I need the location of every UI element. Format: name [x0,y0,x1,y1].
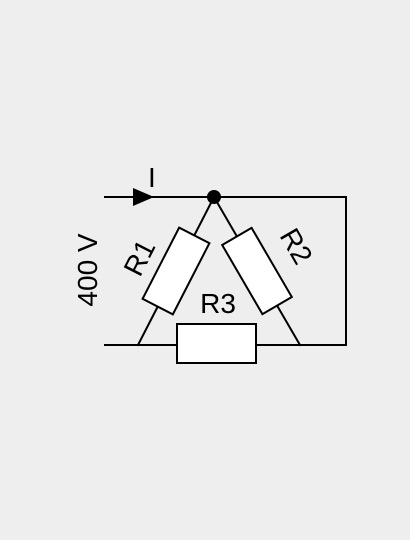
resistor-r3 [176,323,257,364]
r3-label: R3 [200,288,236,319]
current-arrow-icon [133,188,154,206]
resistor-r2 [220,226,294,316]
r2-label: R2 [274,223,319,270]
voltage-label: 400 V [72,233,103,306]
current-label: I [148,162,156,193]
resistor-r1 [141,226,211,316]
